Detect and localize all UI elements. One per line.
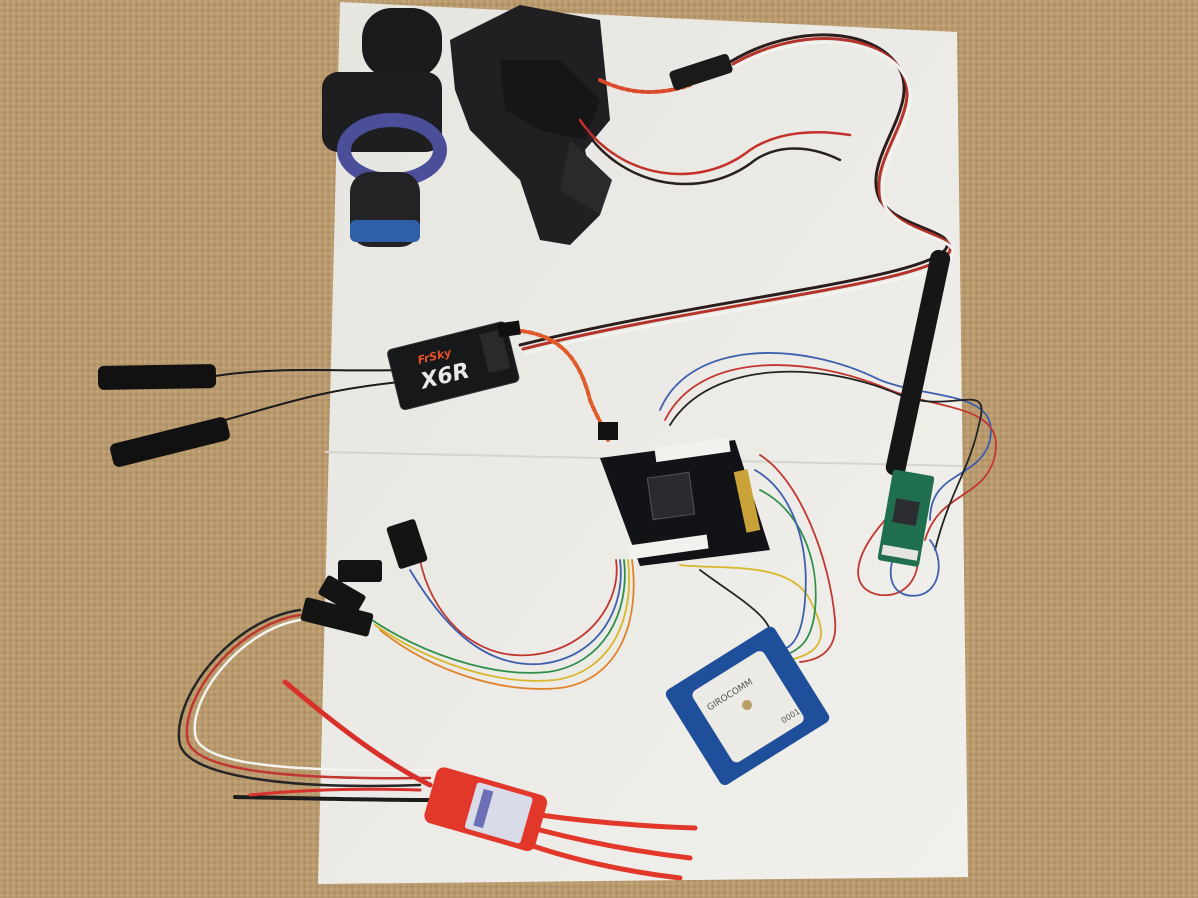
output-connector-4	[300, 597, 374, 637]
gimbal-motor-top	[362, 8, 442, 78]
esc-motor-wire-1	[537, 812, 698, 831]
esc-signal-wire-white	[193, 618, 437, 772]
receiver-antenna-1	[97, 364, 217, 390]
esc	[424, 767, 548, 852]
telemetry-wire-black	[669, 370, 983, 551]
esc-label-stripe	[473, 788, 494, 829]
esc-motor-wire-2	[537, 827, 693, 861]
receiver-pin-header	[479, 329, 511, 374]
telemetry-loop-blue	[889, 539, 940, 597]
gps-module: GIROCOMM 0001	[665, 626, 830, 785]
esc-lead-black	[233, 795, 432, 802]
wires	[177, 33, 997, 881]
telemetry-module	[877, 469, 935, 567]
telemetry-antenna	[885, 249, 951, 477]
antenna-wire-lower	[217, 381, 401, 423]
paper-sheet	[318, 2, 968, 884]
gimbal-assembly	[322, 5, 612, 247]
gimbal-servo-connector	[669, 53, 733, 91]
output-connector-2	[338, 560, 382, 582]
servo-wire-white	[524, 40, 955, 355]
fc-header-bottom	[627, 534, 709, 560]
esc-motor-wire-3	[527, 842, 683, 881]
gps-antenna-feed	[742, 700, 752, 710]
gps-wire-red	[759, 454, 837, 663]
gps-wire-green	[759, 489, 817, 656]
output-wire-yellow	[374, 559, 630, 682]
output-wire-blue	[409, 559, 622, 665]
gimbal-arm	[500, 60, 600, 140]
telemetry-connector	[881, 544, 919, 561]
fc-input-connector	[598, 422, 618, 440]
gps-wire-blue	[754, 469, 807, 651]
telemetry-loop-red	[857, 519, 919, 596]
fc-pin-strip	[733, 469, 761, 533]
gimbal-clamp	[560, 140, 612, 215]
fc-header-top	[654, 437, 731, 463]
receiver: FrSky X6R	[387, 321, 520, 411]
esc-signal-wire-red	[185, 613, 432, 780]
output-wire-green	[371, 559, 626, 674]
esc-lead-red-top	[282, 679, 433, 788]
flight-controller-chip	[646, 471, 696, 521]
telemetry-chip	[892, 498, 920, 526]
gimbal-power-wire-black	[583, 128, 842, 186]
output-wire-orange	[379, 559, 635, 690]
output-connector-1	[386, 519, 428, 569]
esc-signal-wire-black	[177, 608, 422, 788]
receiver-antenna-2	[110, 417, 230, 467]
antenna-wire-upper	[214, 369, 401, 377]
output-connector-3	[318, 575, 366, 615]
output-wire-red	[419, 559, 618, 657]
esc-lead-red-bottom	[248, 787, 422, 797]
gimbal-motor-bottom-band	[350, 220, 420, 242]
receiver-servo-connector	[497, 320, 521, 338]
gimbal-power-wire-red	[578, 118, 852, 176]
flight-controller	[598, 422, 770, 566]
telemetry-wire-red	[664, 364, 997, 541]
gps-wire-yellow	[679, 564, 822, 661]
